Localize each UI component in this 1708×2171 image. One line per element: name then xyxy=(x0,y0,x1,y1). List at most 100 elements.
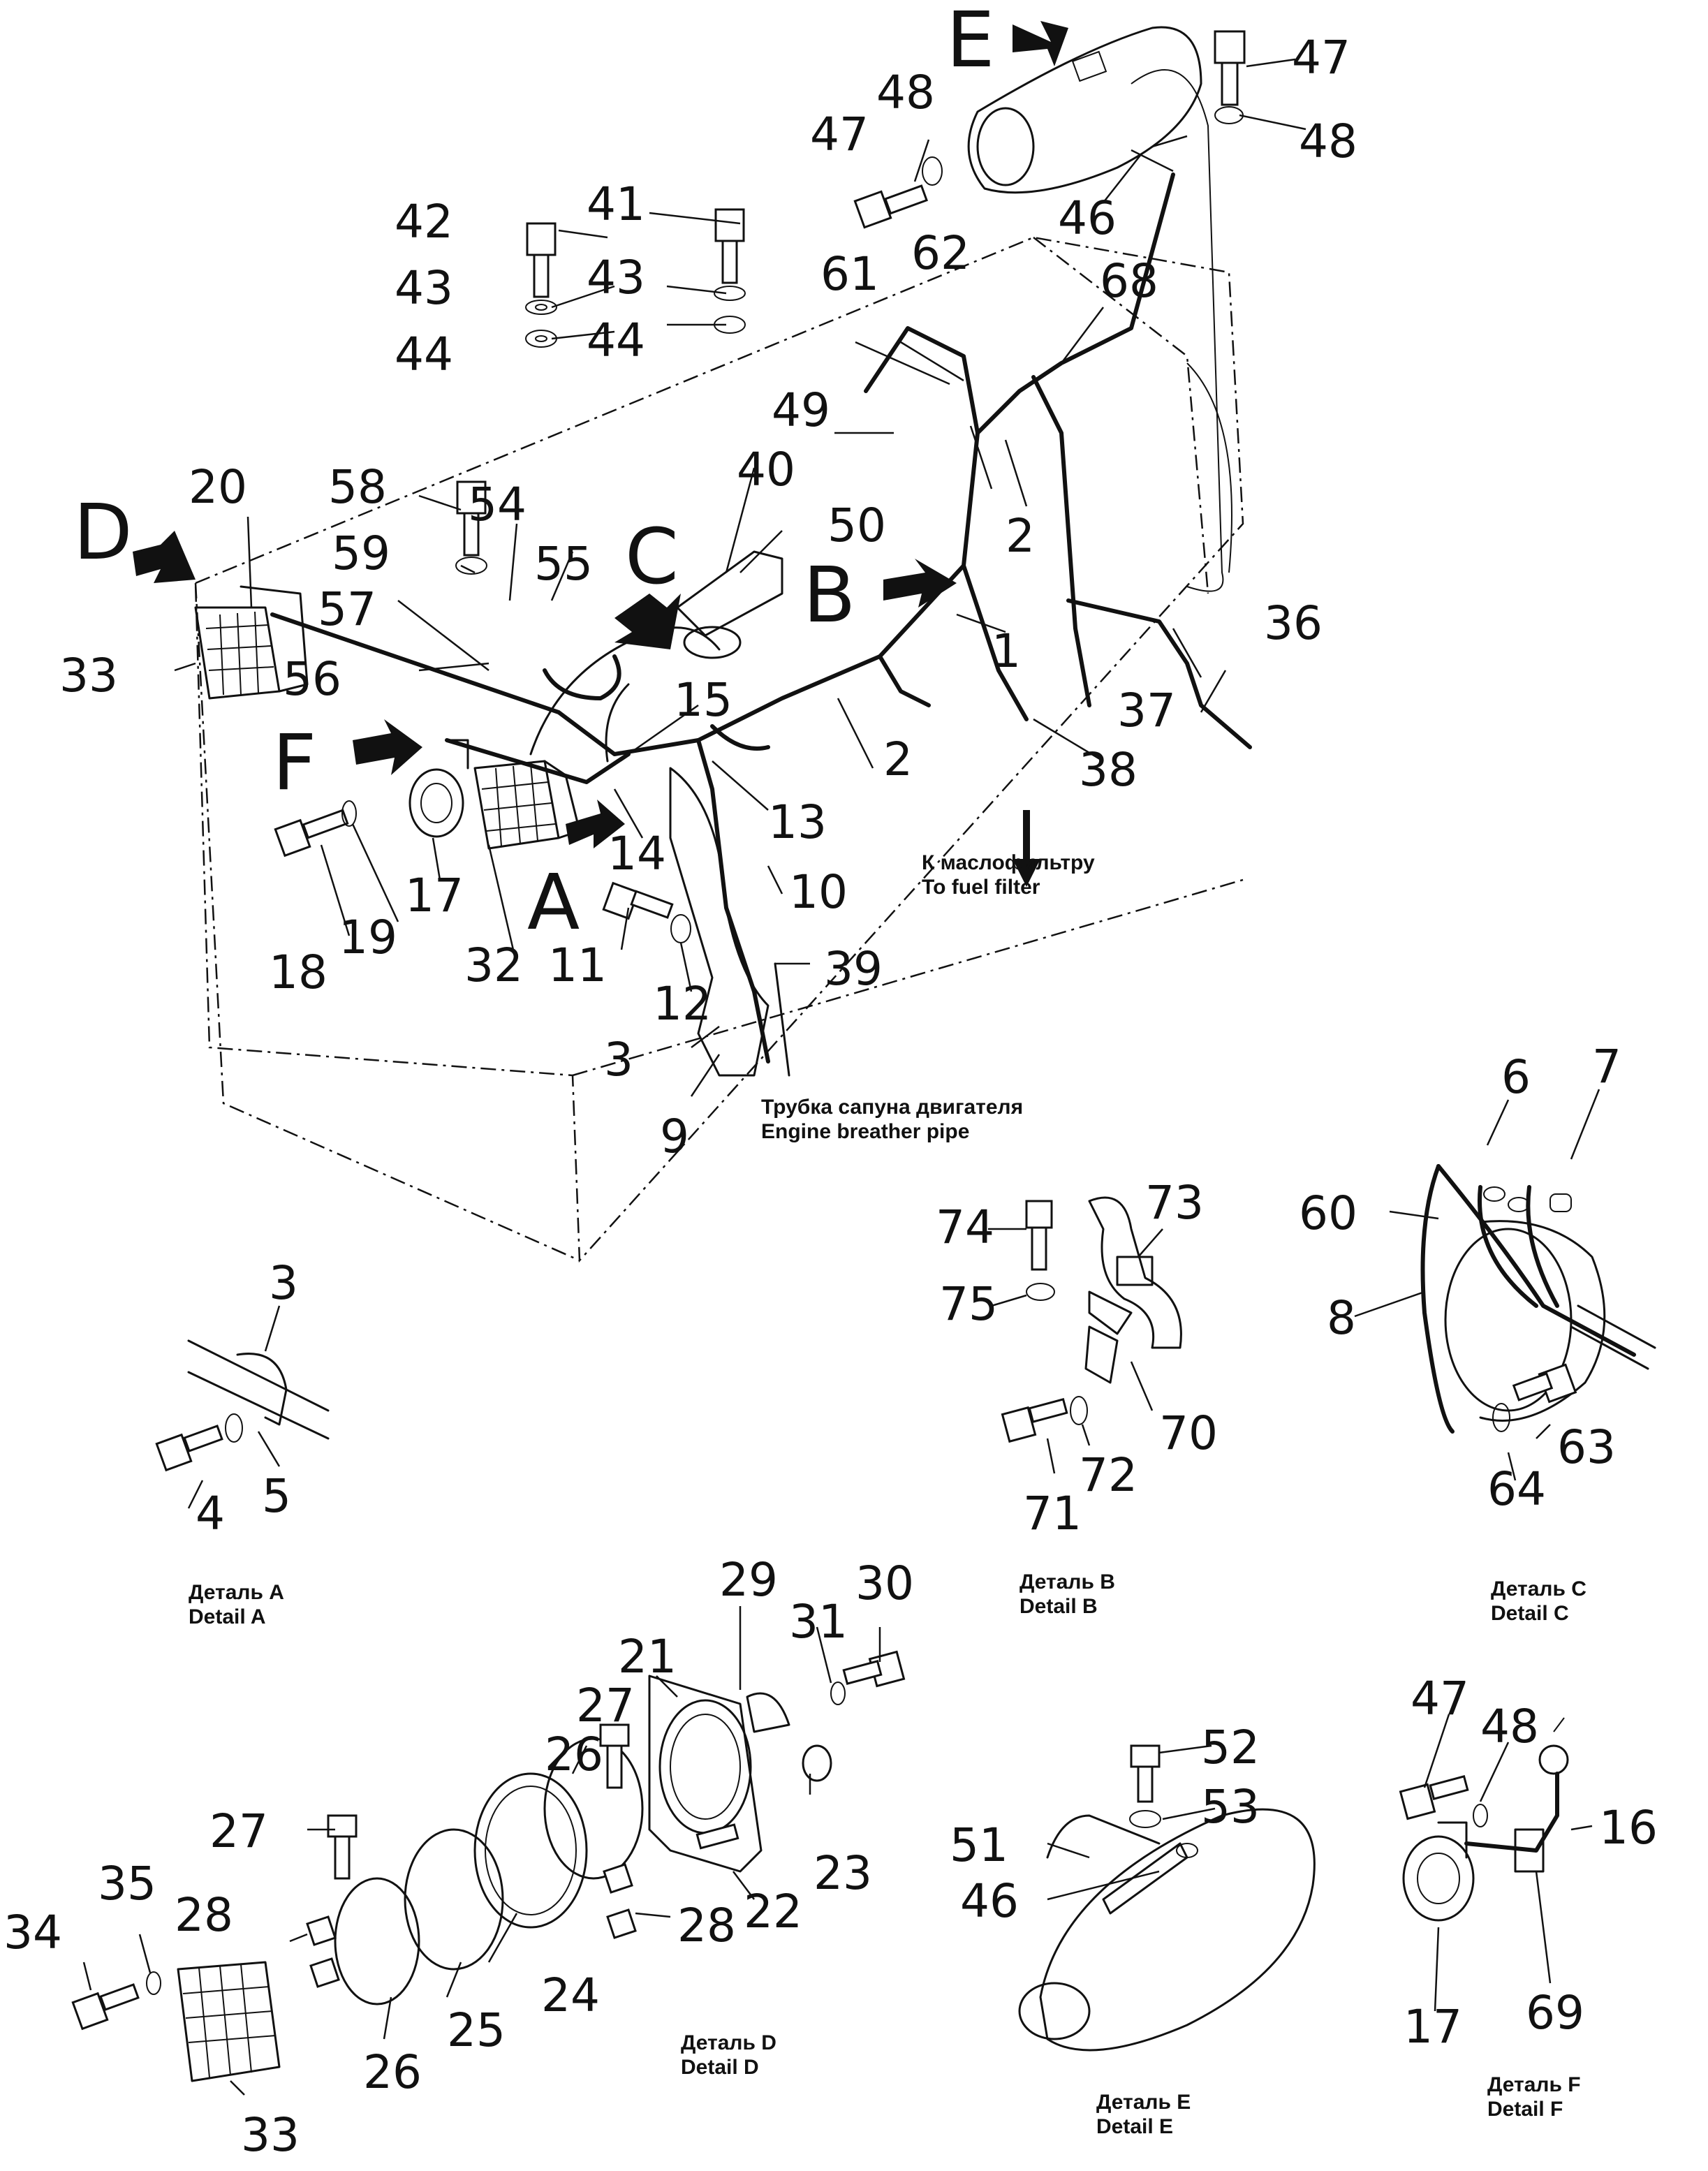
callout: 43 xyxy=(587,251,645,304)
callout: 64 xyxy=(1487,1462,1546,1516)
callout: 57 xyxy=(318,582,376,636)
callout: 15 xyxy=(674,673,732,727)
bolt-30-detail xyxy=(842,1650,906,1688)
callout: 2 xyxy=(883,733,913,786)
callout: 74 xyxy=(936,1200,994,1254)
callout: 61 xyxy=(820,247,879,301)
callout: 56 xyxy=(283,652,341,706)
callouts-detail-f: 47 48 16 69 17 xyxy=(1404,1672,1658,2054)
bolt-4 xyxy=(155,1425,223,1472)
callout: 60 xyxy=(1299,1186,1357,1240)
breather-note-en: Engine breather pipe xyxy=(761,1120,969,1143)
callout: 32 xyxy=(464,939,523,992)
screw-22 xyxy=(695,1823,739,1850)
callout: 27 xyxy=(576,1679,635,1732)
callout: 54 xyxy=(468,478,527,531)
callout: 47 xyxy=(1411,1672,1469,1725)
callout: 17 xyxy=(1404,2000,1462,2054)
bolts-main xyxy=(274,30,1246,943)
bolt-34-detail xyxy=(71,1983,140,2031)
callout: 26 xyxy=(363,2045,422,2099)
view-letter-b: B xyxy=(803,550,855,640)
bolt-41 xyxy=(714,208,745,284)
callout: 75 xyxy=(939,1277,998,1331)
callout: 51 xyxy=(950,1818,1008,1872)
view-letters: E D C B F A xyxy=(73,0,995,947)
detail-f-drawing xyxy=(1399,1717,1569,1922)
callouts-detail-c: 6 7 60 8 63 64 xyxy=(1299,1040,1621,1516)
callout: 24 xyxy=(541,1968,600,2022)
engine-breather-pipe xyxy=(669,767,790,1077)
callout: 13 xyxy=(768,795,827,849)
callout: 22 xyxy=(744,1885,802,1938)
callout: 4 xyxy=(196,1487,225,1540)
callout: 11 xyxy=(548,939,607,992)
callout: 39 xyxy=(824,942,883,996)
callouts-detail-b: 73 74 75 70 71 72 xyxy=(936,1176,1218,1540)
leader-lines xyxy=(82,58,1600,2096)
callout: 34 xyxy=(3,1906,62,1959)
view-arrows xyxy=(133,21,1068,887)
callout: 33 xyxy=(241,2108,300,2162)
callout: 41 xyxy=(587,177,645,231)
bolt-58 xyxy=(456,480,487,557)
breather-note-ru: Трубка сапуна двигателя xyxy=(761,1096,1023,1119)
callout: 72 xyxy=(1079,1448,1138,1502)
detail-a-drawing xyxy=(155,1339,330,1472)
callout: 63 xyxy=(1557,1420,1616,1474)
bolt-47-top xyxy=(1214,30,1246,106)
callout: 2 xyxy=(1006,509,1035,563)
main-wiring-harness xyxy=(270,172,1252,1064)
callout: 37 xyxy=(1117,684,1176,737)
callout: 23 xyxy=(813,1846,872,1900)
work-lamp-d xyxy=(194,585,309,700)
callout: 36 xyxy=(1264,596,1323,650)
work-lamp-32 xyxy=(473,760,581,850)
detail-c-caption-ru: Деталь C xyxy=(1491,1577,1586,1600)
lamp-f xyxy=(408,739,469,838)
callout: 14 xyxy=(608,827,666,881)
callout: 49 xyxy=(772,383,830,437)
callout: 20 xyxy=(189,460,247,514)
detail-c-caption-en: Detail C xyxy=(1491,1602,1569,1625)
fuel-filter-note-en: To fuel filter xyxy=(922,876,1040,899)
callout: 31 xyxy=(789,1595,848,1649)
callout: 29 xyxy=(719,1553,778,1607)
fuel-filter-note-ru: К маслофильтру xyxy=(922,851,1095,874)
view-letter-f: F xyxy=(272,718,316,807)
detail-e-caption-ru: Деталь E xyxy=(1096,2091,1191,2114)
callout: 46 xyxy=(1058,191,1117,245)
callout: 42 xyxy=(395,195,453,249)
detail-b-caption-en: Detail B xyxy=(1019,1595,1098,1618)
callouts-main: 47 48 47 48 46 42 41 43 43 44 44 61 62 6… xyxy=(59,31,1357,1163)
detail-b-drawing xyxy=(1001,1196,1182,1443)
callout: 8 xyxy=(1327,1291,1356,1345)
callout: 68 xyxy=(1100,254,1158,308)
bolt-11 xyxy=(602,881,674,920)
callout: 27 xyxy=(209,1804,268,1858)
detail-c-drawing xyxy=(1420,1164,1656,1434)
bolt-47-left xyxy=(853,184,928,229)
detail-captions: Деталь A Detail A Деталь B Detail B Дета… xyxy=(189,1570,1586,2138)
detail-f-caption-ru: Деталь F xyxy=(1487,2073,1581,2096)
detail-d-drawing xyxy=(71,1650,906,2082)
bolt-27-b xyxy=(599,1723,630,1789)
bolt-63 xyxy=(1512,1363,1577,1404)
callout: 7 xyxy=(1592,1040,1621,1094)
callout: 69 xyxy=(1526,1986,1584,2040)
detail-d-caption-ru: Деталь D xyxy=(681,2031,776,2054)
bolt-42 xyxy=(526,222,557,298)
callout: 28 xyxy=(175,1888,233,1942)
detail-e-caption-en: Detail E xyxy=(1096,2115,1173,2138)
callout: 10 xyxy=(789,865,848,919)
callout: 70 xyxy=(1159,1406,1218,1460)
callout: 3 xyxy=(269,1256,298,1310)
callout: 12 xyxy=(653,977,712,1031)
callout: 73 xyxy=(1145,1176,1204,1230)
lamp-grille-33-detail xyxy=(177,1961,281,2082)
callout: 18 xyxy=(269,945,327,999)
callout: 50 xyxy=(827,499,886,552)
callouts-detail-e: 52 53 51 46 xyxy=(950,1721,1260,1928)
callout: 46 xyxy=(960,1874,1019,1928)
